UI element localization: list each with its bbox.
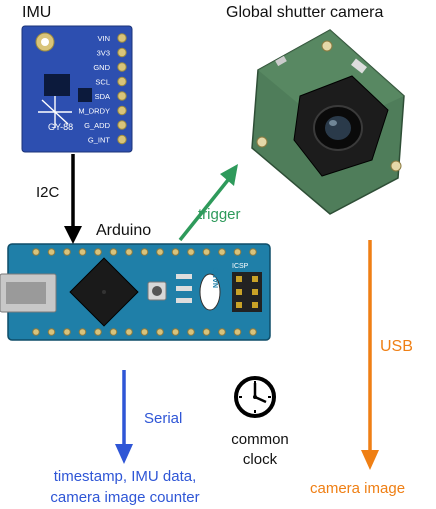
header-pin (47, 328, 56, 336)
header-pin (94, 248, 102, 256)
header-pin (125, 328, 133, 336)
imu-model-text: GY-88 (48, 122, 73, 132)
serial-output-line1: timestamp, IMU data, (53, 468, 197, 485)
header-pin (47, 248, 56, 256)
header-pin (202, 248, 211, 256)
header-pin (233, 248, 242, 256)
header-pin (32, 328, 40, 336)
header-pin (63, 248, 71, 256)
imu-pin-label: M_DRDY (78, 107, 110, 116)
arduino-board: NANO ICSP (0, 243, 271, 341)
header-pin (156, 328, 164, 336)
header-pin (140, 248, 149, 256)
header-pin (32, 248, 40, 256)
imu-pin-pad (117, 120, 127, 130)
header-pin (63, 328, 71, 336)
imu-title: IMU (22, 4, 52, 21)
imu-pin-pad (117, 91, 127, 101)
i2c-label: I2C (36, 184, 60, 201)
header-pin (187, 328, 195, 336)
imu-pin-label: G_INT (88, 136, 111, 145)
icsp-label: ICSP (232, 263, 249, 270)
header-pin (218, 248, 226, 256)
i2c-arrow (64, 154, 82, 244)
usb-arrow (361, 240, 379, 470)
header-pin (171, 328, 180, 336)
header-pin (125, 248, 133, 256)
serial-arrow (115, 370, 133, 464)
serial-output-line2: camera image counter (50, 489, 200, 506)
imu-pin-label: GND (93, 63, 110, 72)
imu-pin-pad (117, 33, 127, 43)
imu-pin-label: SCL (95, 78, 110, 87)
header-pin (78, 248, 87, 256)
serial-output-label: timestamp, IMU data, camera image counte… (6, 466, 244, 508)
header-pin (202, 328, 211, 336)
arduino-title: Arduino (96, 222, 152, 239)
camera-module (251, 29, 405, 215)
trigger-label: trigger (198, 206, 241, 223)
imu-pin-label: SDA (95, 92, 110, 101)
clock-label-line1: common (231, 431, 289, 448)
header-pin (233, 328, 242, 336)
imu-pin-label: G_ADD (84, 121, 110, 130)
clock-icon (234, 376, 276, 418)
clock-label: common clock (212, 430, 308, 470)
camera-title: Global shutter camera (226, 4, 384, 21)
header-pin (140, 328, 149, 336)
header-pin (94, 328, 102, 336)
header-pin (249, 248, 257, 256)
imu-pin-pad (117, 134, 127, 145)
header-pin (249, 328, 257, 336)
header-pin (109, 248, 118, 256)
nano-badge: NANO (213, 267, 220, 288)
header-pin (171, 248, 180, 256)
camera-image-label: camera image (310, 480, 406, 497)
header-pin (78, 328, 87, 336)
imu-pin-label: 3V3 (97, 49, 110, 58)
serial-label: Serial (144, 410, 183, 427)
imu-pin-pad (117, 76, 127, 87)
header-pin (156, 248, 164, 256)
imu-pin-pad (117, 47, 127, 58)
imu-pin-label: VIN (97, 34, 110, 43)
clock-label-line2: clock (242, 451, 278, 468)
header-pin (109, 328, 118, 336)
imu-pin-pad (117, 105, 127, 116)
trigger-arrow (178, 164, 238, 242)
header-pin (187, 248, 195, 256)
usb-label: USB (380, 338, 413, 355)
imu-pin-pad (117, 62, 127, 72)
header-pin (218, 328, 226, 336)
